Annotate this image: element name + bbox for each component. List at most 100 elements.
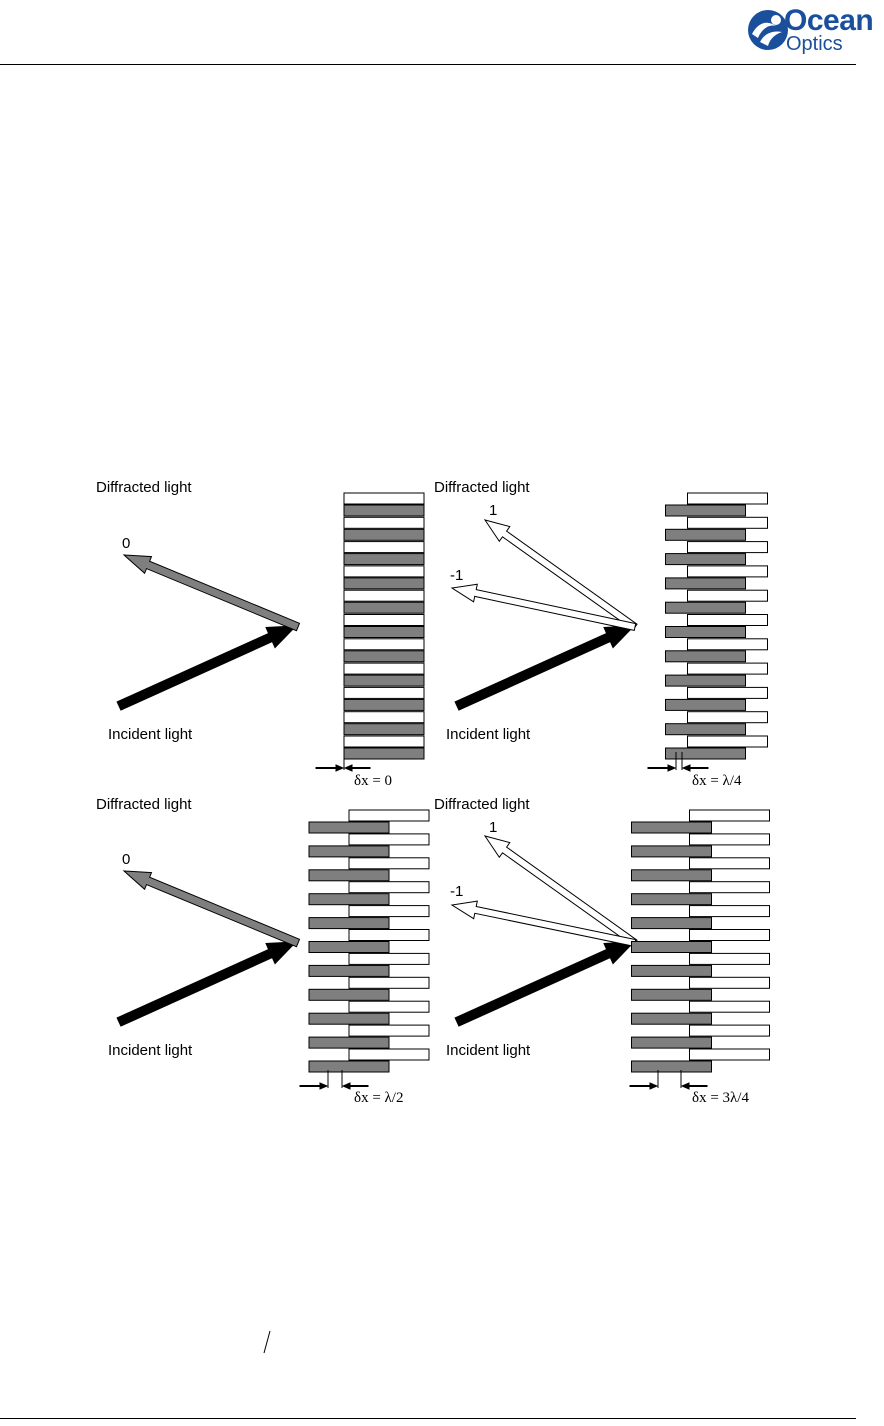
movable-ribbon <box>665 577 746 590</box>
panel-b-delta-label: δx = λ/4 <box>692 773 742 789</box>
panel-a-incident-label: Incident light <box>108 726 193 743</box>
delta-arrow-in-left <box>315 764 345 772</box>
delta-arrow-in-right <box>681 764 709 772</box>
reference-ribbon <box>687 565 768 578</box>
delta-arrow-in-left <box>629 1082 659 1090</box>
movable-ribbon <box>665 723 746 736</box>
reference-ribbon <box>348 881 430 894</box>
panel-d-incident-label: Incident light <box>446 1042 531 1059</box>
movable-ribbon <box>631 988 712 1001</box>
reference-ribbon <box>343 735 425 748</box>
panel-a-grating <box>343 492 425 760</box>
movable-ribbon <box>665 626 746 638</box>
panel-a-arrows <box>116 554 301 711</box>
reference-ribbon <box>343 662 425 675</box>
movable-ribbon <box>631 821 712 834</box>
panel-d-delta-label: δx = 3λ/4 <box>692 1090 749 1106</box>
panel-b-diffracted-label: Diffracted light <box>434 479 530 496</box>
movable-ribbon <box>308 1012 390 1025</box>
header-rule <box>0 64 856 65</box>
zero-order-arrow <box>122 870 301 948</box>
delta-arrow-in-right <box>343 764 371 772</box>
first-order-arrow <box>483 519 638 631</box>
reference-ribbon <box>687 516 768 529</box>
reference-ribbon <box>348 976 430 989</box>
reference-ribbon <box>348 857 430 870</box>
movable-ribbon <box>343 504 425 517</box>
movable-ribbon <box>343 723 425 736</box>
panel-d-grating <box>631 809 770 1073</box>
panel-b: Diffracted light Incident light 1 -1 δx … <box>434 479 768 789</box>
panel-c-diffracted-label: Diffracted light <box>96 796 192 813</box>
reference-ribbon <box>343 589 425 602</box>
reference-ribbon <box>687 711 768 724</box>
movable-ribbon <box>308 917 390 930</box>
company-logo: Ocean Optics <box>746 4 884 56</box>
incident-arrow <box>116 941 298 1027</box>
reference-ribbon <box>687 589 768 602</box>
delta-arrow-in-left <box>299 1082 329 1090</box>
movable-ribbon <box>308 821 390 834</box>
panel-b-arrows <box>450 519 638 711</box>
panel-c-arrows <box>116 870 301 1027</box>
reference-ribbon <box>348 905 430 918</box>
movable-ribbon <box>665 528 746 541</box>
reference-ribbon <box>348 1000 430 1013</box>
panel-d-order-label-minus1: -1 <box>450 883 463 900</box>
movable-ribbon <box>308 845 390 858</box>
reference-ribbon <box>687 638 768 651</box>
panel-b-order-label-minus1: -1 <box>450 567 463 584</box>
first-order-arrow <box>483 835 638 947</box>
logo-text-optics: Optics <box>786 33 843 55</box>
movable-ribbon <box>343 698 425 711</box>
movable-ribbon <box>631 941 712 953</box>
reference-ribbon <box>689 881 770 894</box>
movable-ribbon <box>665 553 746 566</box>
reference-ribbon <box>687 492 768 505</box>
movable-ribbon <box>631 1060 712 1073</box>
reference-ribbon <box>689 833 770 846</box>
reference-ribbon <box>348 952 430 965</box>
footer-rule <box>0 1418 856 1419</box>
movable-ribbon <box>308 893 390 906</box>
movable-ribbon <box>665 674 746 687</box>
movable-ribbon <box>631 893 712 906</box>
panel-c-delta-marker <box>299 1070 369 1090</box>
panel-c: Diffracted light Incident light 0 δx = λ… <box>96 796 430 1106</box>
movable-ribbon <box>665 504 746 517</box>
reference-ribbon <box>348 833 430 846</box>
panel-a-diffracted-label: Diffracted light <box>96 479 192 496</box>
delta-arrow-in-right <box>680 1082 708 1090</box>
logo-text-ocean: Ocean <box>784 4 874 37</box>
movable-ribbon <box>308 1036 390 1049</box>
movable-ribbon <box>343 626 425 638</box>
panel-a-order-label-0: 0 <box>122 535 130 552</box>
zero-order-arrow <box>122 554 301 632</box>
delta-arrow-in-left <box>647 764 677 772</box>
movable-ribbon <box>343 650 425 663</box>
reference-ribbon <box>689 1024 770 1037</box>
reference-ribbon <box>343 492 425 505</box>
delta-arrow-in-right <box>341 1082 369 1090</box>
reference-ribbon <box>343 565 425 578</box>
panel-b-delta-marker <box>647 752 709 772</box>
panel-d-order-label-1: 1 <box>489 819 497 836</box>
movable-ribbon <box>343 601 425 614</box>
reference-ribbon <box>689 905 770 918</box>
reference-ribbon <box>348 809 430 822</box>
movable-ribbon <box>631 964 712 977</box>
movable-ribbon <box>343 528 425 541</box>
incident-arrow <box>454 941 636 1027</box>
movable-ribbon <box>343 674 425 687</box>
movable-ribbon <box>343 747 425 760</box>
minus-first-order-arrow <box>450 583 637 631</box>
movable-ribbon <box>631 845 712 858</box>
reference-ribbon <box>343 516 425 529</box>
panel-d-delta-marker <box>629 1070 708 1090</box>
reference-ribbon <box>687 662 768 675</box>
panel-c-delta-label: δx = λ/2 <box>354 1090 403 1106</box>
reference-ribbon <box>343 711 425 724</box>
reference-ribbon <box>348 1024 430 1037</box>
panel-c-incident-label: Incident light <box>108 1042 193 1059</box>
